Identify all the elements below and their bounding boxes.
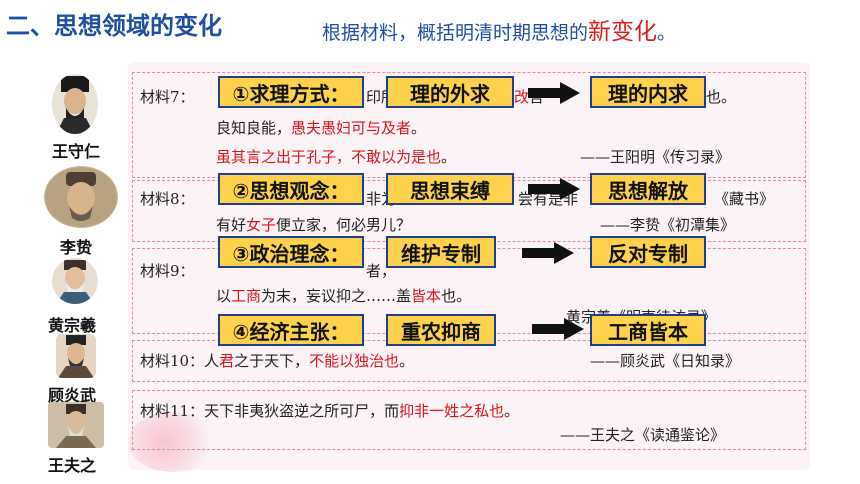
callout-to: 工商皆本 (590, 314, 706, 346)
portrait-icon (44, 166, 118, 228)
page-title: 二、思想领域的变化 (6, 12, 222, 40)
prompt-end: 。 (657, 22, 677, 44)
material-7-source: ——王阳明《传习录》 (580, 148, 731, 166)
portrait-icon (56, 334, 96, 378)
callout-from: 重农抑商 (386, 314, 496, 346)
thinker-name: 黄宗羲 (48, 316, 97, 335)
callout-to: 思想解放 (590, 173, 706, 205)
material-7-line-1: 材料7： (140, 86, 195, 107)
blossom-icon (128, 412, 218, 472)
material-11-line-1: 材料11：天下非夷狄盗逆之所可尸，而抑非一姓之私也。 (140, 402, 520, 420)
material-7-line-2: 良知良能，愚夫愚妇可与及者。 (216, 119, 427, 137)
material-label: 材料11： (140, 402, 205, 420)
portrait-icon (48, 402, 104, 448)
task-prompt: 根据材料，概括明清时期思想的新变化。 (322, 12, 676, 46)
arrow-right-icon (528, 82, 580, 104)
material-9-line-1: 材料9： (140, 260, 195, 281)
material-11-source: ——王夫之《读通鉴论》 (560, 426, 726, 444)
portrait-icon (52, 74, 98, 134)
material-label: 材料8： (140, 190, 195, 208)
callout-from: 理的外求 (386, 76, 514, 108)
material-label: 材料7： (140, 88, 195, 106)
material-8-source-b: ——李贽《初潭集》 (600, 216, 736, 234)
material-9-line-2: 以工商为末，妄议抑之……盖皆本也。 (216, 287, 472, 305)
thinker-name: 顾炎武 (48, 386, 97, 405)
callout-to: 理的内求 (590, 76, 706, 108)
thinker-name: 李贽 (60, 238, 93, 257)
callout-key: ④经济主张： (218, 314, 364, 346)
arrow-right-icon (532, 318, 584, 340)
material-8-line-1: 材料8： (140, 188, 195, 209)
material-10-source: ——顾炎武《日知录》 (590, 352, 741, 370)
callout-key: ①求理方式： (218, 76, 364, 108)
material-label: 材料10： (140, 352, 205, 370)
callout-from: 思想束缚 (386, 173, 514, 205)
material-8-source-a: 《藏书》 (714, 190, 775, 208)
material-7-fragment: 也。 (706, 88, 737, 106)
arrow-right-icon (528, 178, 580, 200)
material-10-line-1: 材料10：人君之于天下，不能以独治也。 (140, 352, 415, 370)
material-label: 材料9： (140, 262, 195, 280)
material-7-line-3: 虽其言之出于孔子，不敢以为是也。 (216, 148, 457, 166)
callout-from: 维护专制 (386, 236, 496, 268)
arrow-right-icon (522, 242, 574, 264)
callout-to: 反对专制 (590, 236, 706, 268)
material-box-11 (132, 390, 806, 450)
thinker-name: 王夫之 (48, 456, 97, 475)
prompt-text: 根据材料，概括明清时期思想的 (322, 22, 589, 44)
callout-key: ③政治理念： (218, 236, 364, 268)
callout-key: ②思想观念： (218, 173, 364, 205)
prompt-highlight: 新变化 (588, 19, 658, 45)
portrait-icon (52, 258, 98, 304)
material-8-line-2: 有好女子便立家，何必男儿？ (216, 216, 412, 234)
thinker-name: 王守仁 (52, 142, 101, 161)
